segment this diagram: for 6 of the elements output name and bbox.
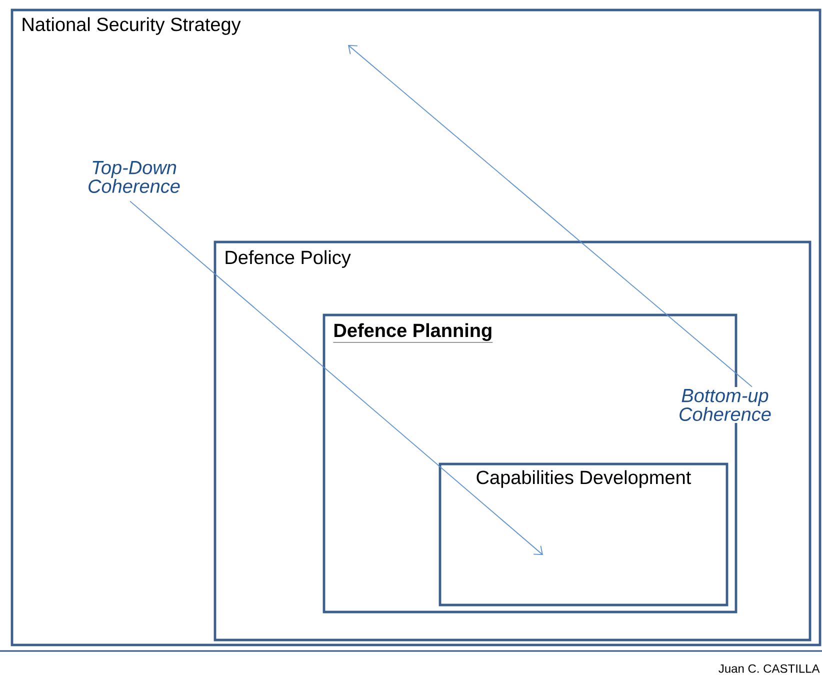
coherence-label: Bottom-up Coherence [671, 387, 779, 423]
arrow [130, 200, 543, 555]
coherence-label: Top-Down Coherence [80, 159, 188, 195]
arrow [348, 45, 752, 388]
author-credit: Juan C. CASTILLA [718, 664, 820, 673]
capabilities-box: Capabilities Development [438, 462, 728, 606]
